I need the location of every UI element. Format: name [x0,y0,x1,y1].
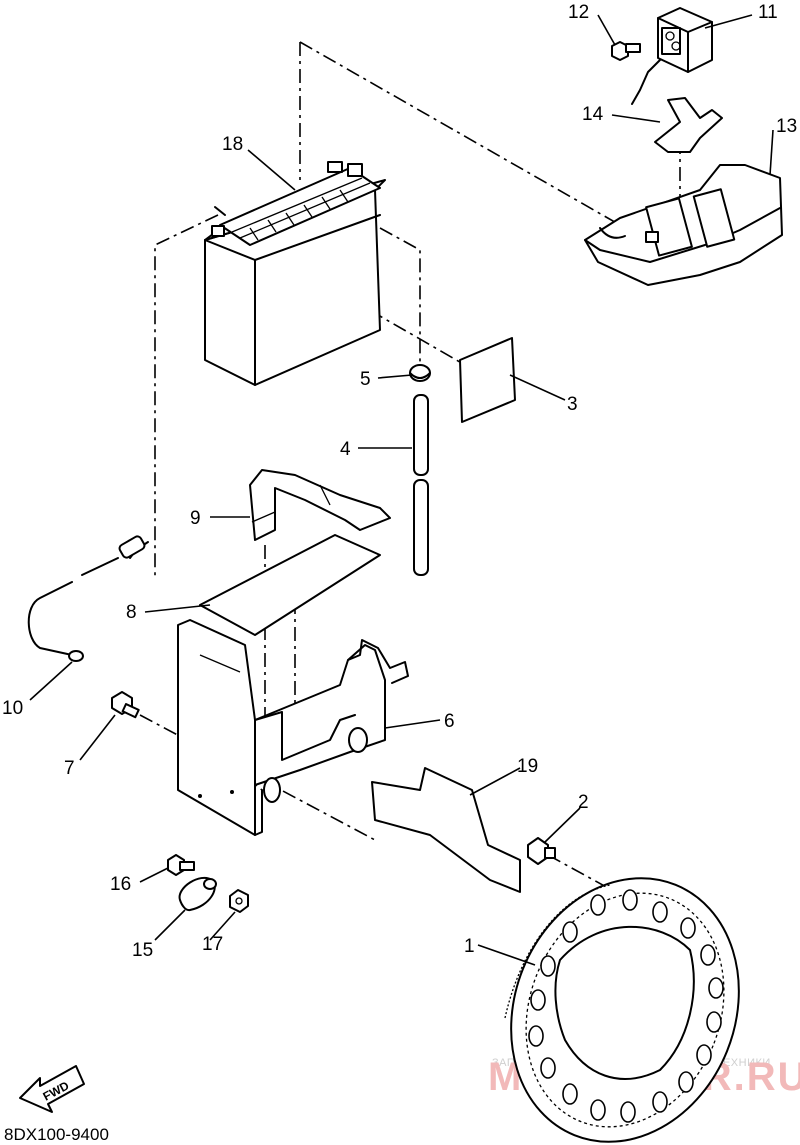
callout-3: 3 [567,394,578,415]
ring-gear [504,877,740,1143]
battery-mat [199,534,381,636]
callout-labels: 1 2 3 4 5 6 7 8 9 10 11 12 13 14 15 16 1… [2,2,797,961]
breather-hose [413,394,429,576]
callout-9: 9 [190,508,201,529]
callout-5: 5 [360,369,371,390]
battery-box [177,619,409,836]
callout-14: 14 [582,104,604,125]
leader-lines [29,14,774,966]
callout-16: 16 [110,874,131,895]
callout-7: 7 [64,758,75,779]
battery-cover [584,164,783,286]
screw-12 [611,41,641,61]
bolt-7 [111,691,140,719]
callout-10: 10 [2,698,23,719]
plate [371,767,521,893]
starter-relay [631,7,713,105]
negative-lead [27,535,149,662]
relay-bracket [654,97,723,153]
callout-15: 15 [132,940,153,961]
forward-direction-arrow: FWD [19,1065,85,1113]
bolt-16 [167,854,195,876]
callout-11: 11 [758,2,778,23]
callout-19: 19 [517,756,538,777]
callout-6: 6 [444,711,455,732]
clamp [178,877,217,912]
callout-1: 1 [464,936,475,957]
pad [459,337,516,423]
callout-4: 4 [340,439,351,460]
callout-17: 17 [202,934,223,955]
battery-band [249,469,391,541]
callout-8: 8 [126,602,137,623]
battery [204,161,386,386]
nut [229,889,249,913]
callout-18: 18 [222,134,243,155]
callout-13: 13 [776,116,797,137]
bolt-2 [527,837,556,865]
callout-12: 12 [568,2,589,23]
drawing-code: 8DX100-9400 [4,1125,109,1144]
callout-2: 2 [578,792,589,813]
clip [409,364,431,382]
